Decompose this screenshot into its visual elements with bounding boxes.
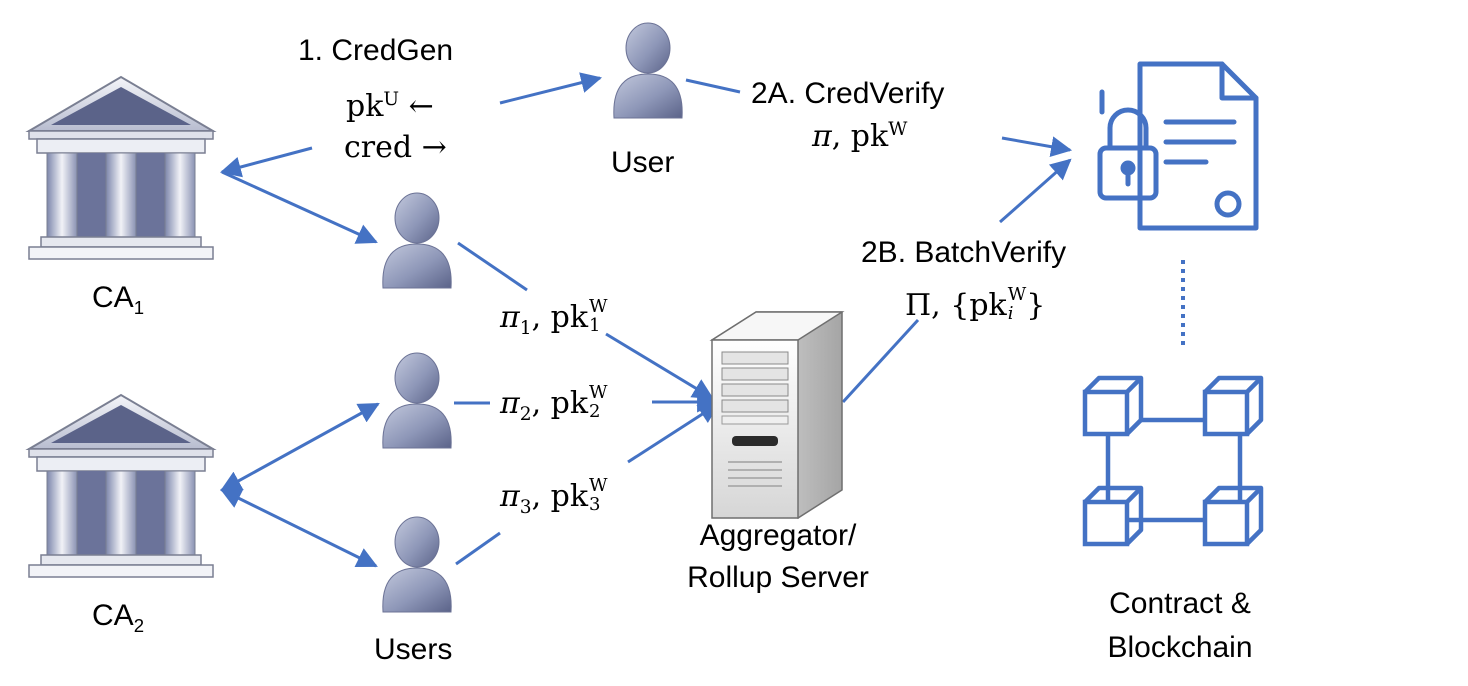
batchverify-pk-sub: i <box>1007 302 1014 324</box>
ca1-bank-icon <box>28 76 214 260</box>
user1-person-icon <box>382 192 452 289</box>
credverify-params: π, pkW <box>812 119 908 154</box>
user-connector-line <box>685 78 741 94</box>
ca2-subscript: 2 <box>133 615 145 636</box>
proof-1-pk: pk <box>550 299 589 335</box>
proof3-to-aggregator-arrow <box>627 402 720 464</box>
credgen-to-user-arrow <box>499 72 603 105</box>
proof-2-pk: pk <box>550 385 589 421</box>
proof-2-sep: , <box>531 385 551 421</box>
user-person-icon <box>613 22 683 119</box>
ca1-subscript: 1 <box>133 297 145 318</box>
aggregator-connector-line <box>841 318 920 404</box>
ca2-label: CA2 <box>92 599 144 635</box>
credgen-pk-arrow: ← <box>408 89 434 124</box>
contract-document-icon <box>1097 61 1259 231</box>
ca2-user2-arrow <box>220 402 380 492</box>
blockchain-icon <box>1085 378 1261 544</box>
ca2-text: CA <box>92 599 134 632</box>
contract-label-line1: Contract & <box>1109 587 1251 620</box>
proof-2-pi: π <box>500 385 520 421</box>
user-label: User <box>611 146 675 179</box>
credverify-arrow <box>1001 136 1073 158</box>
proof-3-pi-index: 3 <box>519 496 532 518</box>
proof-2-pk-sub: 2 <box>589 400 601 422</box>
ca1-label: CA1 <box>92 281 144 317</box>
credgen-to-ca1-arrow <box>219 146 313 178</box>
credgen-pk-sup: U <box>383 89 400 110</box>
ca1-to-user-arrow <box>221 170 378 244</box>
proof-1-pk-sub: 1 <box>589 314 601 336</box>
batchverify-brace-close: } <box>1026 287 1046 323</box>
proof-1-sep: , <box>531 299 551 335</box>
proof-1-pk-sup: W <box>589 296 608 317</box>
credverify-sep: , <box>831 119 851 154</box>
batchverify-pk-sup: W <box>1007 284 1027 305</box>
ca2-user3-arrow <box>220 488 378 568</box>
credverify-pk-sup: W <box>888 119 908 140</box>
credverify-title: 2A. CredVerify <box>751 77 945 110</box>
ca1-text: CA <box>92 281 134 314</box>
proof-3-sep: , <box>531 478 551 514</box>
user3-person-icon <box>382 516 452 613</box>
proof-2-pi-index: 2 <box>519 403 532 425</box>
proof-3-pk: pk <box>550 478 589 514</box>
batchverify-pi: Π <box>905 287 932 323</box>
proof1-to-aggregator-arrow <box>605 332 714 400</box>
proof-3-pk-sup: W <box>589 475 608 496</box>
credverify-pi: π <box>812 119 832 154</box>
user3-connector-line <box>455 531 501 566</box>
proof-3-pk-sub: 3 <box>589 493 601 515</box>
proof-2-pk-sup: W <box>589 382 608 403</box>
proof-3-pi: π <box>500 478 520 514</box>
proof-1-pi-index: 1 <box>519 317 532 339</box>
user1-connector-line <box>457 241 528 292</box>
aggregator-label-line1: Aggregator/ <box>699 519 857 552</box>
batchverify-arrow <box>999 158 1072 224</box>
server-icon <box>709 311 845 520</box>
credgen-pk-line: pkU ← <box>346 89 434 124</box>
proof-1-pi: π <box>500 299 520 335</box>
contract-label-line2: Blockchain <box>1107 631 1253 664</box>
batchverify-brace-open: , { <box>931 287 970 323</box>
users-label: Users <box>374 633 453 666</box>
ca2-bank-icon <box>28 394 214 578</box>
credgen-cred-line: cred → <box>344 130 447 165</box>
credverify-pk: pk <box>850 119 889 154</box>
batchverify-title: 2B. BatchVerify <box>861 236 1067 269</box>
credgen-title: 1. CredGen <box>298 34 454 67</box>
user2-person-icon <box>382 352 452 449</box>
credgen-pk-text: pk <box>346 89 384 124</box>
aggregator-label-line2: Rollup Server <box>687 561 869 594</box>
batchverify-pk: pk <box>969 287 1007 323</box>
